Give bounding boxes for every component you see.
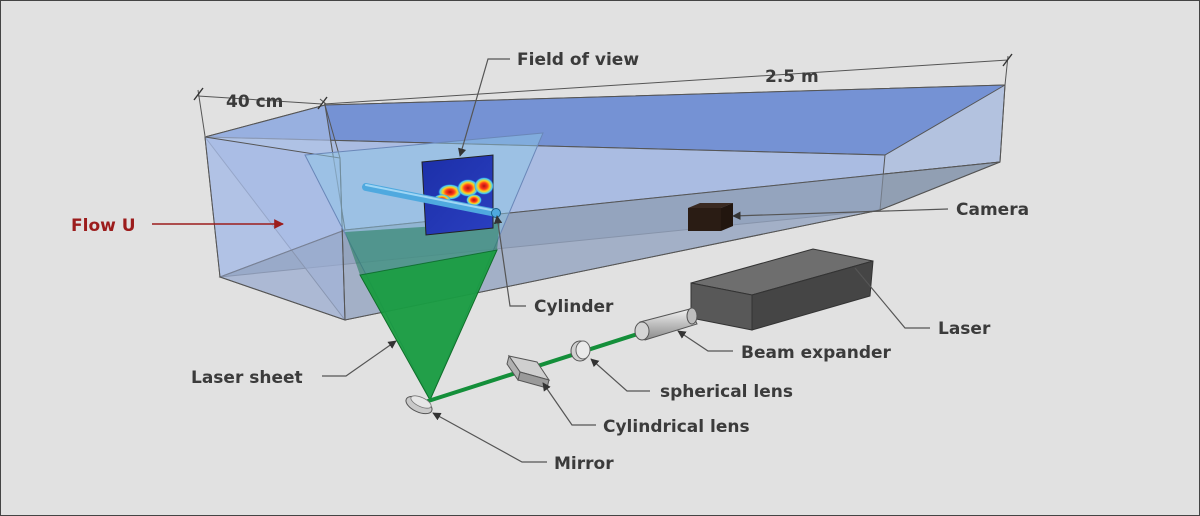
label-cylindrical-lens: Cylindrical lens [603,417,750,437]
diagram-labels: Field of view 2.5 m 40 cm Flow U Camera … [71,50,1029,474]
label-length: 2.5 m [765,67,819,87]
mirror [405,395,433,415]
label-camera: Camera [956,200,1029,220]
spherical-lens [570,340,591,362]
label-flow: Flow U [71,216,136,236]
field-of-view-image [421,154,494,236]
leader-lines [152,58,949,463]
label-beam-expander: Beam expander [741,343,892,363]
laser-unit [690,248,874,331]
label-laser: Laser [938,319,991,339]
label-width: 40 cm [226,92,283,112]
label-spherical-lens: spherical lens [660,382,793,402]
cylindrical-lens [506,354,551,389]
label-field-of-view: Field of view [517,50,639,70]
camera [688,203,733,231]
label-mirror: Mirror [554,454,614,474]
label-laser-sheet: Laser sheet [191,368,303,388]
label-cylinder: Cylinder [534,297,614,317]
beam-expander [634,307,698,341]
dimension-lines [193,53,1013,163]
